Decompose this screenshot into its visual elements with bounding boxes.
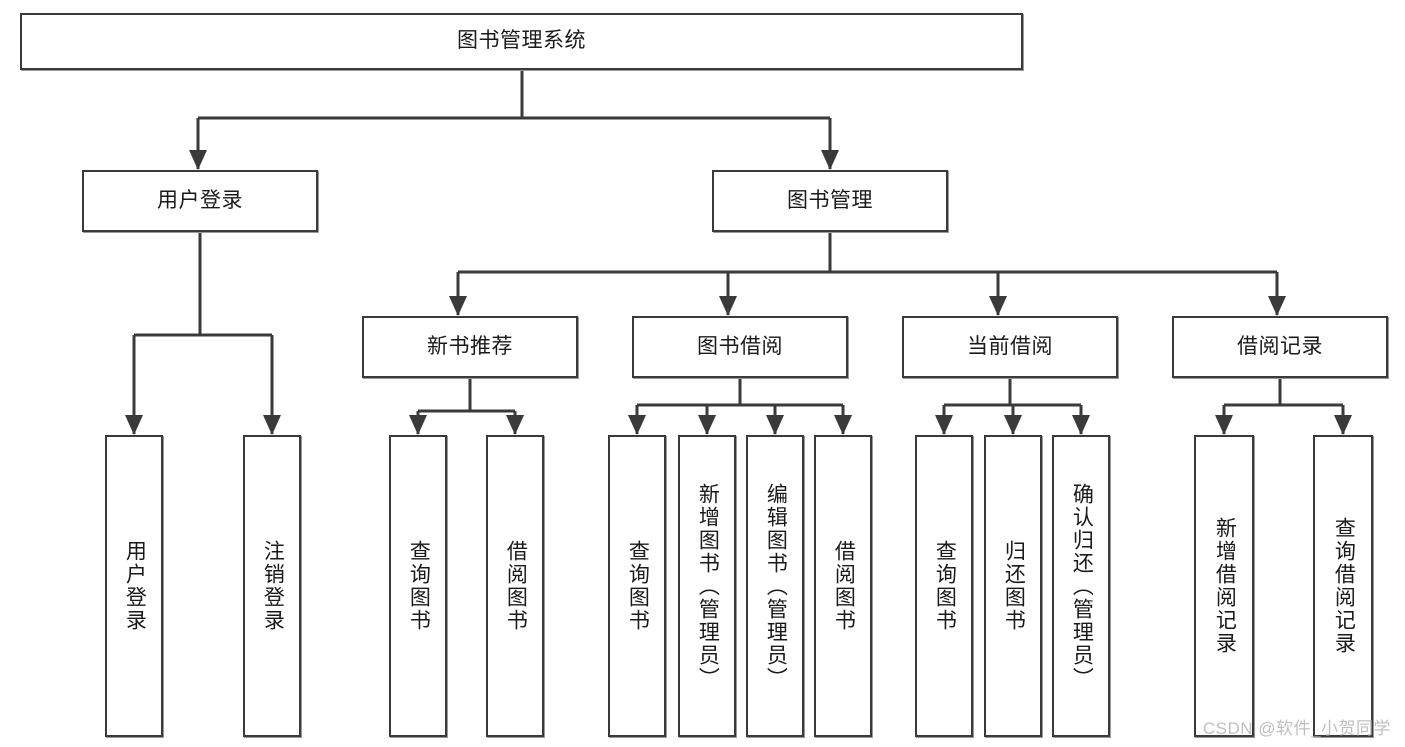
leaf-node-2[interactable]: 查询图书 [389,435,447,737]
leaf-node-5[interactable]: 新增图书（管理员） [678,435,736,737]
root-node-0-label: 图书管理系统 [457,29,586,53]
connector-6-arrow-1 [1334,415,1352,435]
connector-5-arrow-1 [1004,415,1022,435]
leaf-node-4-label: 查询图书 [626,540,650,632]
level2-node-1-label: 图书管理 [787,188,873,212]
leaf-node-1-label: 注销登录 [261,540,285,632]
leaf-node-11-label: 新增借阅记录 [1213,517,1237,655]
level3-node-1-label: 图书借阅 [697,334,783,358]
level2-node-0-label: 用户登录 [157,188,243,212]
level3-node-0[interactable]: 新书推荐 [362,316,578,378]
leaf-node-2-label: 查询图书 [407,540,431,632]
connector-3-arrow-0 [409,415,427,435]
leaf-node-3[interactable]: 借阅图书 [486,435,544,737]
leaf-node-3-label: 借阅图书 [504,540,528,632]
watermark: CSDN @软件_小贺同学 [1202,719,1391,738]
connector-2-arrow-2 [989,296,1007,316]
leaf-node-5-label: 新增图书（管理员） [696,482,720,690]
level3-node-2[interactable]: 当前借阅 [902,316,1118,378]
leaf-node-12[interactable]: 查询借阅记录 [1313,435,1373,737]
leaf-node-6[interactable]: 编辑图书（管理员） [746,435,804,737]
leaf-node-7-label: 借阅图书 [832,540,856,632]
connector-0-arrow-0 [189,150,207,170]
connector-4-arrow-0 [628,415,646,435]
leaf-node-4[interactable]: 查询图书 [608,435,666,737]
connector-2-arrow-1 [719,296,737,316]
leaf-node-8[interactable]: 查询图书 [915,435,973,737]
leaf-node-11[interactable]: 新增借阅记录 [1194,435,1254,737]
connector-0-arrow-1 [821,150,839,170]
leaf-node-9-label: 归还图书 [1002,540,1026,632]
level2-node-0[interactable]: 用户登录 [82,170,318,232]
leaf-node-10-label: 确认归还（管理员） [1070,482,1094,690]
root-node-0[interactable]: 图书管理系统 [20,13,1023,70]
leaf-node-7[interactable]: 借阅图书 [814,435,872,737]
leaf-node-0[interactable]: 用户登录 [105,435,163,737]
connector-5-arrow-0 [935,415,953,435]
connector-5-arrow-2 [1072,415,1090,435]
leaf-node-8-label: 查询图书 [933,540,957,632]
level2-node-1[interactable]: 图书管理 [712,170,948,232]
leaf-node-1[interactable]: 注销登录 [243,435,301,737]
leaf-node-10[interactable]: 确认归还（管理员） [1052,435,1110,737]
connector-6-arrow-0 [1215,415,1233,435]
connector-4-arrow-1 [698,415,716,435]
connector-1-arrow-0 [125,415,143,435]
leaf-node-9[interactable]: 归还图书 [984,435,1042,737]
level3-node-1[interactable]: 图书借阅 [632,316,848,378]
connector-4-arrow-3 [834,415,852,435]
level3-node-0-label: 新书推荐 [427,334,513,358]
level3-node-3[interactable]: 借阅记录 [1172,316,1388,378]
connector-2-arrow-3 [1268,296,1286,316]
connector-4-arrow-2 [766,415,784,435]
level3-node-2-label: 当前借阅 [967,334,1053,358]
connector-1-arrow-1 [263,415,281,435]
connector-3-arrow-1 [506,415,524,435]
leaf-node-6-label: 编辑图书（管理员） [764,482,788,690]
connector-2-arrow-0 [449,296,467,316]
leaf-node-12-label: 查询借阅记录 [1332,517,1356,655]
level3-node-3-label: 借阅记录 [1237,334,1323,358]
leaf-node-0-label: 用户登录 [123,540,147,632]
